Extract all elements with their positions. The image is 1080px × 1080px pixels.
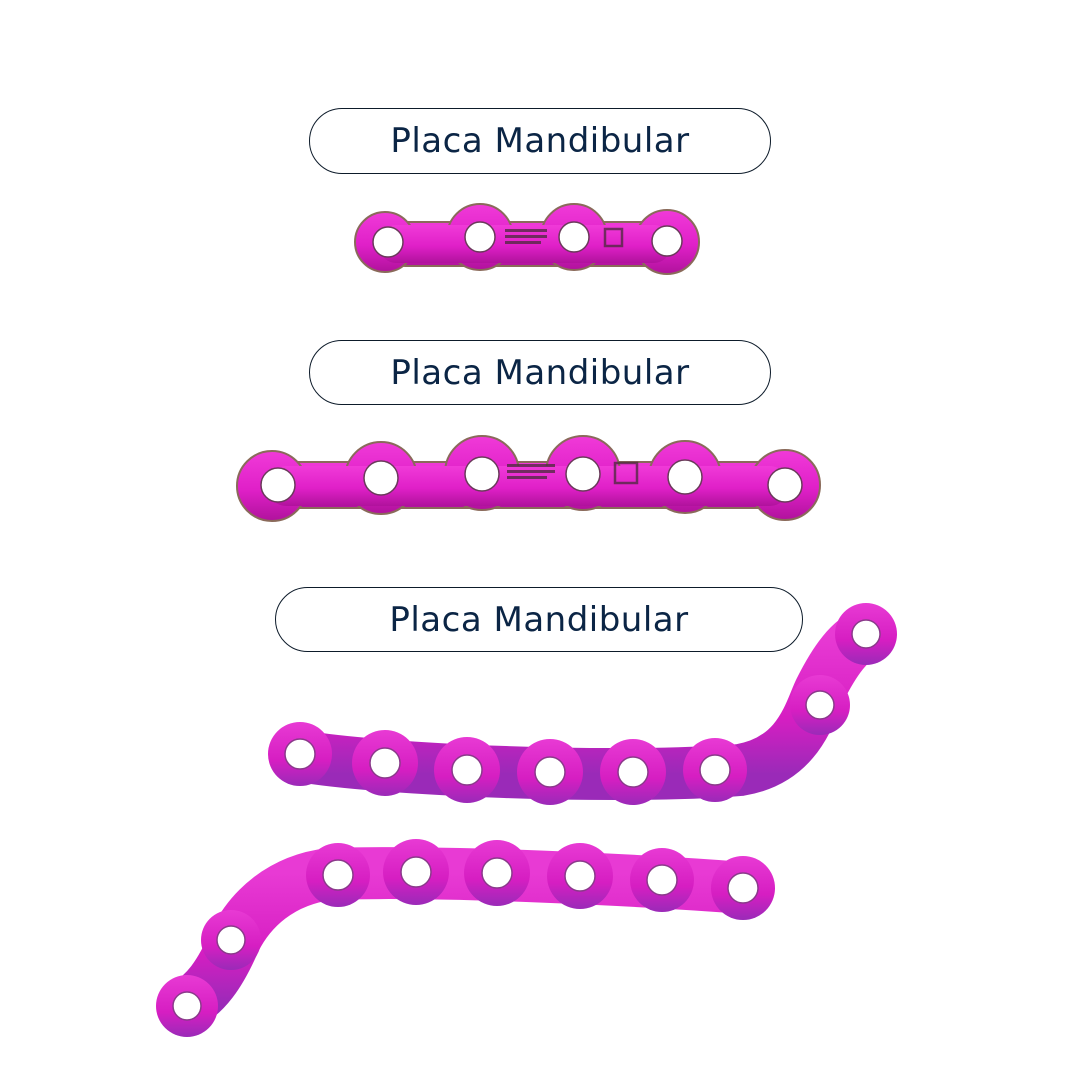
straight-plate-6-hole [236, 435, 821, 522]
curved-plate-lower [156, 839, 775, 1037]
label-text: Placa Mandibular [390, 121, 690, 161]
label-text: Placa Mandibular [389, 599, 689, 640]
label-text: Placa Mandibular [390, 352, 690, 393]
label-placa-mandibular-2: Placa Mandibular [309, 340, 771, 405]
straight-plate-4-hole [354, 203, 700, 275]
label-placa-mandibular-3: Placa Mandibular [275, 587, 803, 652]
curved-plate-upper [268, 603, 897, 805]
label-placa-mandibular-1: Placa Mandibular [309, 108, 771, 174]
